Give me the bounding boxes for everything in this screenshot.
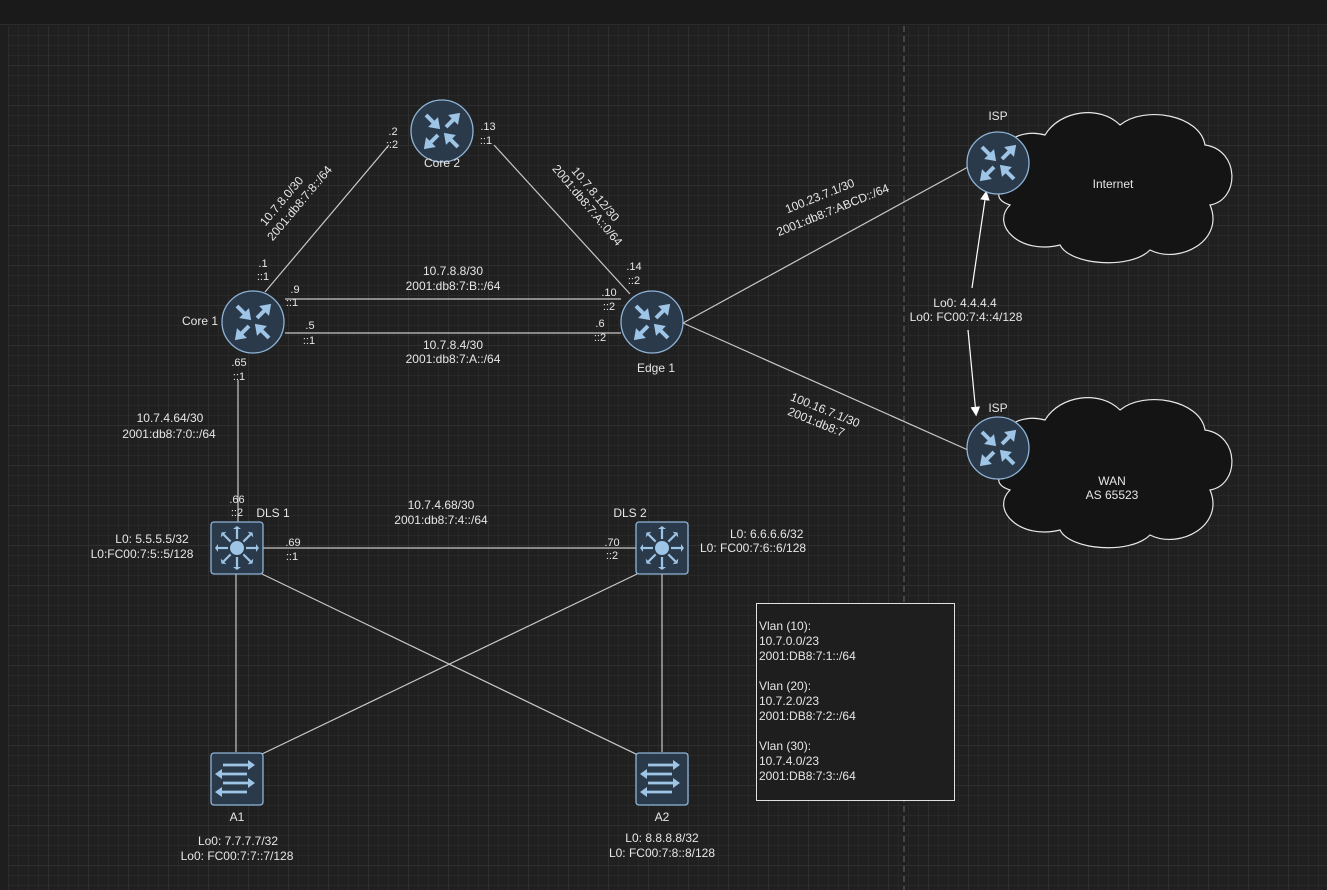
vlan-ipv6: 2001:DB8:7:1::/64 — [759, 649, 856, 663]
isp-to-top-arrow — [971, 190, 990, 289]
core1-to-edge1b-v6: ::1 — [302, 335, 316, 347]
link-edge1-isp-bottom[interactable] — [682, 322, 969, 451]
isp-bottom-label: ISP — [988, 401, 1008, 415]
dls1-to-core1-v6: ::2 — [230, 507, 244, 519]
wan-as-label: AS 65523 — [1085, 488, 1139, 502]
a1-loopback-v6: Lo0: FC00:7:7::7/128 — [180, 849, 294, 863]
core1-label: Core 1 — [181, 314, 219, 328]
dls2-to-dls1-v4: .70 — [604, 537, 620, 549]
a2-loopback-v4: L0: 8.8.8.8/32 — [625, 831, 699, 845]
isp-loopback-v6: Lo0: FC00:7:4::4/128 — [909, 310, 1023, 324]
isp-to-bottom-arrow — [967, 329, 981, 417]
core1-to-core2-v6: ::1 — [256, 271, 270, 283]
vlan-name: Vlan (10): — [759, 619, 812, 633]
vlan-ipv4: 10.7.0.0/23 — [759, 634, 820, 648]
wan-label: WAN — [1098, 474, 1126, 488]
dls2-loopback-v4: L0: 6.6.6.6/32 — [730, 527, 804, 541]
dls2-multilayer-switch-icon[interactable] — [635, 521, 689, 575]
core2-label: Core 2 — [423, 156, 461, 170]
core1-to-dls1-v4: .65 — [231, 357, 247, 369]
dls2-loopback-v6: L0: FC00:7:6::6/128 — [700, 541, 807, 555]
vlan-group-10: Vlan (10): 10.7.0.0/23 2001:DB8:7:1::/64 — [759, 619, 954, 664]
a1-switch-icon[interactable] — [210, 752, 264, 806]
vlan-info-box[interactable]: Vlan (10): 10.7.0.0/23 2001:DB8:7:1::/64… — [756, 603, 955, 801]
vlan-name: Vlan (20): — [759, 679, 812, 693]
core2-to-core1-v4: .2 — [388, 126, 398, 138]
link-core1-edge1-a-net4: 10.7.8.8/30 — [422, 264, 484, 278]
dls1-to-dls2-v4: .69 — [285, 537, 301, 549]
link-dls1-dls2-net6: 2001:db8:7:4::/64 — [394, 513, 488, 527]
vlan-ipv6: 2001:DB8:7:3::/64 — [759, 769, 856, 783]
isp-top-label: ISP — [988, 109, 1008, 123]
dls2-label: DLS 2 — [613, 506, 647, 520]
edge1-to-core2-v6: ::2 — [627, 275, 641, 287]
link-dls1-dls2-net4: 10.7.4.68/30 — [407, 498, 475, 512]
a2-switch-icon[interactable] — [635, 752, 689, 806]
vlan-name: Vlan (30): — [759, 739, 812, 753]
top-toolbar — [0, 0, 1327, 25]
edge1-label: Edge 1 — [636, 361, 676, 375]
core2-to-edge1-v6: ::1 — [479, 135, 493, 147]
dls1-to-dls2-v6: ::1 — [285, 551, 299, 563]
dls1-label: DLS 1 — [256, 506, 290, 520]
edge1-to-core2-v4: .14 — [626, 261, 642, 273]
link-core1-edge1-a-net6: 2001:db8:7:B::/64 — [405, 279, 501, 293]
edge1-to-core1a-v6: ::2 — [602, 301, 616, 313]
core1-to-core2-v4: .1 — [258, 258, 268, 270]
vlan-group-20: Vlan (20): 10.7.2.0/23 2001:DB8:7:2::/64 — [759, 679, 954, 724]
link-core2-edge1[interactable] — [493, 144, 631, 295]
link-core1-dls1-net6: 2001:db8:7:0::/64 — [122, 427, 216, 441]
edge1-to-core1b-v4: .6 — [595, 318, 605, 330]
edge1-to-core1b-v6: ::2 — [593, 332, 607, 344]
dls2-to-dls1-v6: ::2 — [605, 550, 619, 562]
dls1-loopback-v6: L0:FC00:7:5::5/128 — [90, 547, 194, 561]
vlan-ipv4: 10.7.2.0/23 — [759, 694, 820, 708]
dls1-to-core1-v4: .66 — [229, 494, 245, 506]
internet-label: Internet — [1092, 177, 1134, 191]
core2-router-icon[interactable] — [410, 99, 474, 163]
core1-router-icon[interactable] — [221, 290, 285, 354]
core2-to-edge1-v4: .13 — [480, 121, 496, 133]
wan-cloud-icon[interactable] — [997, 397, 1233, 549]
internet-cloud-icon[interactable] — [997, 112, 1233, 264]
link-dls1-a2[interactable] — [261, 573, 639, 756]
dls1-multilayer-switch-icon[interactable] — [210, 521, 264, 575]
link-core1-core2[interactable] — [264, 144, 390, 293]
edge1-to-core1a-v4: .10 — [601, 287, 617, 299]
core2-to-core1-v6: ::2 — [385, 139, 399, 151]
a1-label: A1 — [229, 810, 245, 824]
a2-label: A2 — [654, 810, 670, 824]
a2-loopback-v6: L0: FC00:7:8::8/128 — [608, 846, 716, 860]
vlan-ipv4: 10.7.4.0/23 — [759, 754, 820, 768]
link-core1-edge1-b-net6: 2001:db8:7:A::/64 — [405, 352, 501, 366]
isp-top-router-icon[interactable] — [966, 131, 1030, 195]
isp-bottom-router-icon[interactable] — [966, 416, 1030, 480]
core1-to-edge1a-v6: ::1 — [285, 297, 299, 309]
vlan-group-30: Vlan (30): 10.7.4.0/23 2001:DB8:7:3::/64 — [759, 739, 954, 784]
core1-to-edge1a-v4: .9 — [290, 284, 300, 296]
edge1-router-icon[interactable] — [620, 290, 684, 354]
a1-loopback-v4: Lo0: 7.7.7.7/32 — [197, 834, 279, 848]
link-dls2-a1[interactable] — [261, 573, 638, 755]
core1-to-dls1-v6: ::1 — [232, 371, 246, 383]
core1-to-edge1b-v4: .5 — [305, 320, 315, 332]
link-core1-edge1-b-net4: 10.7.8.4/30 — [422, 338, 484, 352]
link-core1-dls1-net4: 10.7.4.64/30 — [136, 411, 204, 425]
dls1-loopback-v4: L0: 5.5.5.5/32 — [115, 532, 189, 546]
vlan-ipv6: 2001:DB8:7:2::/64 — [759, 709, 856, 723]
link-edge1-isp-top[interactable] — [682, 166, 969, 324]
isp-loopback-v4: Lo0: 4.4.4.4 — [933, 296, 997, 310]
